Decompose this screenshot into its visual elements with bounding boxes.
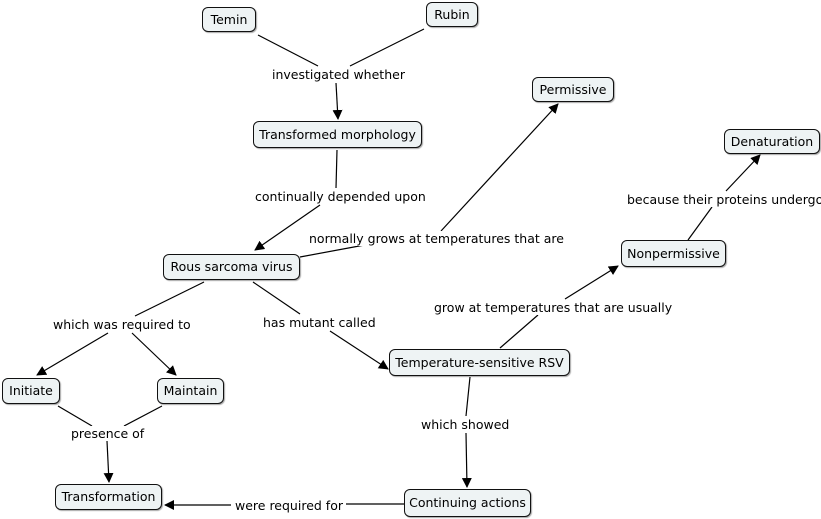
link-continually-depended-upon: continually depended upon [253,189,428,204]
line-rsv-to-normally [299,243,371,258]
concept-transformed-morphology[interactable]: Transformed morphology [253,121,422,148]
line-maintain-to-presence [123,405,163,427]
link-which-showed: which showed [419,417,512,432]
line-transformed-to-label [335,149,338,189]
concept-rous-sarcoma-virus[interactable]: Rous sarcoma virus [163,254,300,280]
concept-rubin[interactable]: Rubin [426,2,478,27]
link-because-proteins: because their proteins undergo [625,192,821,207]
concept-permissive[interactable]: Permissive [532,77,614,102]
arrow-to-rsv [254,204,321,251]
arrow-to-permissive [440,103,559,232]
line-temin [257,34,319,67]
arrow-to-transformed-morphology [332,82,343,120]
concept-temin[interactable]: Temin [202,7,256,32]
line-rsv-to-required [134,281,205,317]
link-has-mutant-called: has mutant called [261,315,378,330]
concept-transformation[interactable]: Transformation [55,484,162,510]
link-were-required-for: were required for [233,498,345,513]
line-nonpermissive-to-because [687,206,713,241]
line-rubin [349,28,425,67]
line-tsrsv-to-grow [499,314,539,349]
arrow-to-transformation [103,440,114,483]
concept-initiate[interactable]: Initiate [2,378,60,404]
arrow-to-ts-rsv [329,330,389,370]
line-initiate-to-presence [57,405,93,427]
link-presence-of: presence of [69,426,147,441]
link-grow-usually: grow at temperatures that are usually [432,300,675,315]
concept-continuing-actions[interactable]: Continuing actions [404,489,531,517]
arrow-to-nonpermissive [564,265,619,300]
line-tsrsv-to-showed [465,376,471,417]
link-normally-grows: normally grows at temperatures that are [307,231,566,246]
arrow-to-initiate [36,332,109,376]
arrow-to-denaturation [725,154,761,192]
arrow-to-continuing [461,432,472,488]
concept-maintain[interactable]: Maintain [157,378,224,404]
concept-temperature-sensitive-rsv[interactable]: Temperature-sensitive RSV [389,349,570,376]
link-which-was-required-to: which was required to [51,317,193,332]
concept-denaturation[interactable]: Denaturation [724,129,820,154]
arrow-to-maintain [131,332,177,376]
line-rsv-to-mutant [252,281,301,315]
concept-nonpermissive[interactable]: Nonpermissive [621,240,726,267]
link-investigated-whether: investigated whether [270,67,407,82]
